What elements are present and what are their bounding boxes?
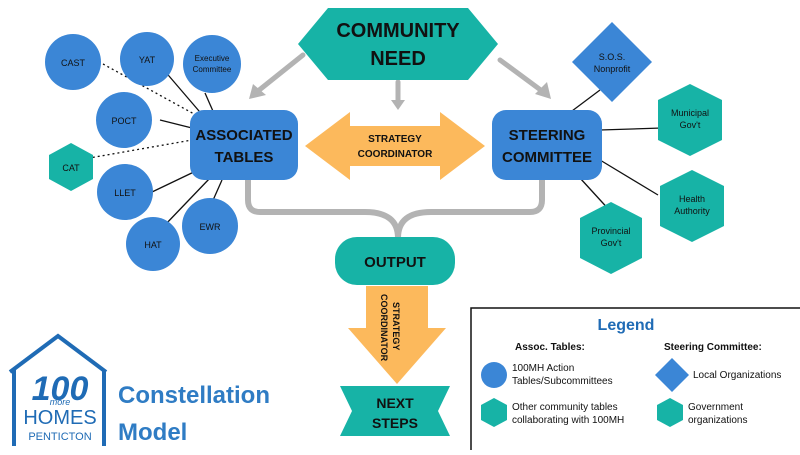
logo-more: more xyxy=(50,397,71,407)
legend-title: Legend xyxy=(598,317,655,334)
model-title-line2: Model xyxy=(118,419,187,446)
arrowhead-right xyxy=(535,82,551,99)
steering-committee-line2: COMMITTEE xyxy=(502,149,592,166)
node-poct-label: POCT xyxy=(111,116,137,126)
output-bracket xyxy=(245,180,545,239)
node-llet xyxy=(97,164,153,220)
node-provincial-govt xyxy=(580,202,642,274)
legend-circle-line2: Tables/Subcommittees xyxy=(512,376,613,387)
logo-city: PENTICTON xyxy=(28,431,91,443)
node-sos-line2: Nonprofit xyxy=(594,64,631,74)
steering-nodes: S.O.S. Nonprofit Municipal Gov't Health … xyxy=(572,22,724,274)
strategy-coordinator-line1: STRATEGY xyxy=(368,134,422,145)
legend-hexagon-icon xyxy=(481,398,507,427)
node-executive-committee xyxy=(183,35,241,93)
next-steps-banner xyxy=(340,386,450,436)
node-ewr-label: EWR xyxy=(200,222,221,232)
node-provincial-line1: Provincial xyxy=(591,226,630,236)
arrowhead-left xyxy=(249,84,266,99)
connector-cast xyxy=(102,63,206,121)
node-llet-label: LLET xyxy=(114,188,136,198)
node-hat-label: HAT xyxy=(144,240,162,250)
node-ewr xyxy=(182,198,238,254)
node-cat xyxy=(49,143,93,191)
legend-diamond-label: Local Organizations xyxy=(693,370,781,381)
associated-tables-box xyxy=(190,110,298,180)
legend: Legend Assoc. Tables: Steering Committee… xyxy=(470,307,800,455)
legend-gov-hexagon-icon xyxy=(657,398,683,427)
legend-circle-icon xyxy=(481,362,507,388)
legend-circle-line1: 100MH Action xyxy=(512,363,574,374)
next-steps-line2: STEPS xyxy=(372,415,418,431)
output-label: OUTPUT xyxy=(364,254,426,271)
node-provincial-line2: Gov't xyxy=(601,238,622,248)
community-need-line1: COMMUNITY xyxy=(336,20,460,42)
connector-cat xyxy=(77,139,193,161)
node-yat xyxy=(120,32,174,86)
connector-health xyxy=(599,159,659,196)
legend-hex-line2: collaborating with 100MH xyxy=(512,415,624,426)
node-health-line2: Authority xyxy=(674,206,710,216)
legend-assoc-heading: Assoc. Tables: xyxy=(515,342,585,353)
steering-committee-line1: STEERING xyxy=(509,127,586,144)
node-executive-line1: Executive xyxy=(195,54,230,63)
arrow-need-to-tables xyxy=(255,52,306,94)
node-health-authority xyxy=(660,170,724,242)
node-cat-label: CAT xyxy=(62,163,80,173)
need-arrows xyxy=(255,52,545,105)
associated-tables-line2: TABLES xyxy=(215,149,274,166)
next-steps-line1: NEXT xyxy=(376,395,414,411)
connector-llet xyxy=(151,169,199,193)
connector-hat xyxy=(163,177,211,227)
community-need-hexagon xyxy=(298,8,498,80)
node-cast xyxy=(45,34,101,90)
node-municipal-line2: Gov't xyxy=(680,120,701,130)
logo-roof xyxy=(8,333,108,374)
vertical-coordinator-line2: COORDINATOR xyxy=(379,294,389,362)
legend-hex-line1: Other community tables xyxy=(512,402,618,413)
logo-100-more-homes: 100 more HOMES PENTICTON xyxy=(8,333,108,446)
node-poct xyxy=(96,92,152,148)
logo-number: 100 xyxy=(32,370,89,408)
table-nodes: CAST YAT Executive Committee POCT CAT LL… xyxy=(45,32,241,271)
arrow-need-to-steering xyxy=(497,57,545,94)
output-pill xyxy=(335,237,455,285)
steering-committee-box xyxy=(492,110,602,180)
connector-municipal xyxy=(599,127,663,131)
node-sos-line1: S.O.S. xyxy=(599,52,626,62)
strategy-coordinator-line2: COORDINATOR xyxy=(358,149,433,160)
legend-gov-line2: organizations xyxy=(688,415,747,426)
arrowhead-center xyxy=(391,100,405,110)
strategy-coordinator-arrow xyxy=(305,112,485,180)
legend-gov-line1: Government xyxy=(688,402,743,413)
model-title-line1: Constellation xyxy=(118,382,270,409)
node-municipal-govt xyxy=(658,84,722,156)
legend-steering-heading: Steering Committee: xyxy=(664,342,762,353)
node-health-line1: Health xyxy=(679,194,705,204)
node-cast-label: CAST xyxy=(61,58,86,68)
logo-homes: HOMES xyxy=(23,407,96,429)
legend-diamond-icon xyxy=(655,358,689,392)
associated-tables-line1: ASSOCIATED xyxy=(195,127,292,144)
node-sos-nonprofit xyxy=(572,22,652,102)
node-hat xyxy=(126,217,180,271)
need-arrowheads xyxy=(249,82,551,110)
vertical-coordinator-arrow xyxy=(348,286,446,384)
connector-poct xyxy=(159,119,193,129)
node-executive-line2: Committee xyxy=(193,65,232,74)
node-municipal-line1: Municipal xyxy=(671,108,709,118)
node-yat-label: YAT xyxy=(139,55,156,65)
community-need-line2: NEED xyxy=(370,48,426,70)
legend-box xyxy=(470,307,800,455)
vertical-coordinator-line1: STRATEGY xyxy=(391,302,401,350)
